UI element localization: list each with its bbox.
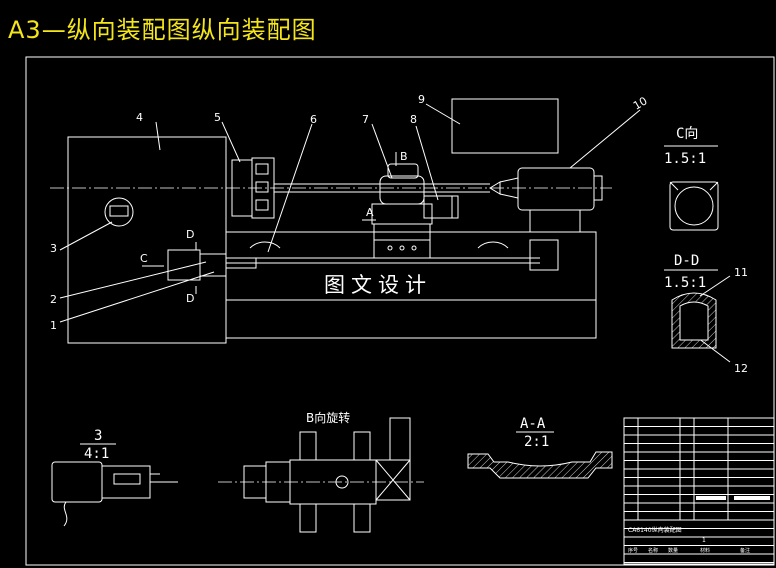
part-number-7: 7: [362, 113, 369, 126]
motor-box: [423, 195, 459, 219]
leader-lines: [59, 103, 731, 363]
title-block-label-4: 备注: [740, 547, 750, 554]
view-c-label: C向: [676, 126, 698, 142]
title-block-label-2: 数量: [668, 547, 678, 554]
view-c-scale: 1.5:1: [664, 151, 706, 167]
watermark: 图文设计: [324, 273, 432, 297]
part-number-9: 9: [418, 93, 425, 106]
part-number-11: 11: [734, 266, 748, 279]
arrow-b-label: B: [400, 150, 408, 163]
drawing-border: [25, 56, 775, 566]
arrow-a-label: A: [366, 206, 374, 219]
cross-slide: [371, 203, 433, 225]
section-a-a: A-A 2:1: [467, 416, 613, 479]
view-b: B向旋转: [218, 410, 424, 533]
title-block-label-1: 名称: [648, 547, 658, 554]
section-aa-scale: 2:1: [524, 434, 549, 450]
part-number-12: 12: [734, 362, 748, 375]
tool-holder: [379, 175, 425, 205]
title-block-label-3: 材料: [700, 547, 710, 554]
section-dd-label: D-D: [674, 253, 699, 269]
section-dd-scale: 1.5:1: [664, 275, 706, 291]
detail-3-view: 3 4:1: [51, 428, 178, 527]
tailstock: [517, 167, 595, 211]
detail-3-marker: [104, 197, 134, 227]
detail-3-label: 3: [94, 428, 102, 444]
part-number-5: 5: [214, 111, 221, 124]
lathe-bed: [225, 231, 597, 339]
view-c: C向 1.5:1: [664, 126, 719, 231]
part-number-6: 6: [310, 113, 317, 126]
part-number-8: 8: [410, 113, 417, 126]
arrow-d1-label: D: [186, 228, 194, 241]
carriage: [373, 223, 431, 259]
title-block-drawing-name: CA6140纵向装配图: [628, 526, 682, 534]
title-block-quantity: 1: [702, 537, 706, 544]
part-number-4: 4: [136, 111, 143, 124]
part-number-10: 10: [631, 94, 650, 112]
main-assembly-view: 1 2 3 4 5 6 7 8 9 10 11 12 B A C D D 图文设…: [50, 93, 748, 375]
part-number-3: 3: [50, 242, 57, 255]
section-aa-label: A-A: [520, 416, 546, 432]
title-block-label-0: 序号: [628, 547, 638, 554]
arrow-d2-label: D: [186, 292, 194, 305]
view-b-label: B向旋转: [306, 410, 350, 425]
drawing-title: A3—纵向装配图纵向装配图: [8, 16, 317, 44]
arrow-c-label: C: [140, 252, 148, 265]
part-number-1: 1: [50, 319, 57, 332]
detail-3-scale: 4:1: [84, 446, 109, 462]
section-d-d: D-D 1.5:1: [664, 253, 718, 349]
title-block: CA6140纵向装配图 1 序号 名称 数量 材料 备注: [623, 417, 775, 565]
part-number-2: 2: [50, 293, 57, 306]
control-box: [451, 98, 559, 154]
